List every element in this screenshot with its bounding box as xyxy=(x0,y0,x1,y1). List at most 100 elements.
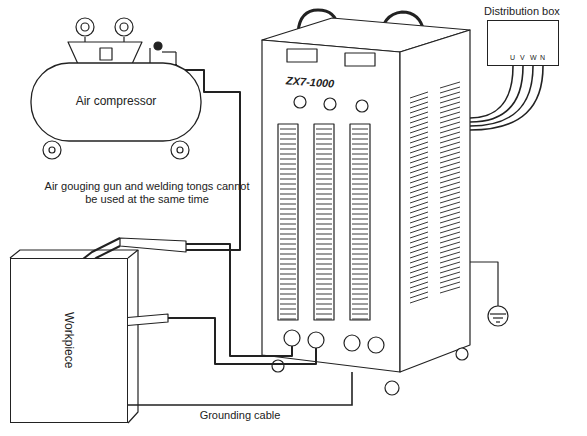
welding-tongs xyxy=(122,314,168,326)
vent-grille xyxy=(316,284,332,285)
vent-grille xyxy=(316,314,332,315)
vent-grille xyxy=(352,204,368,205)
vent-grille xyxy=(440,152,460,158)
welding-machine-body xyxy=(262,40,400,372)
vent-grille xyxy=(352,254,368,255)
vent-grille xyxy=(440,237,460,243)
output-terminals xyxy=(308,332,324,348)
vent-grille xyxy=(280,129,296,130)
compressor-wheels xyxy=(43,141,189,159)
vent-grille xyxy=(440,267,460,273)
vent-grille xyxy=(316,204,332,205)
vent-grille xyxy=(410,272,428,278)
compressor-pump xyxy=(154,42,162,50)
vent-grille xyxy=(316,304,332,305)
vent-grille xyxy=(314,124,334,320)
compressor-wheels xyxy=(171,141,189,159)
vent-grille xyxy=(410,122,428,128)
vent-grille xyxy=(316,134,332,135)
vent-grille xyxy=(280,304,296,305)
vent-grille xyxy=(352,134,368,135)
welding-machine-body xyxy=(324,98,336,110)
vent-grille xyxy=(440,167,460,173)
vent-grille xyxy=(410,157,428,163)
output-terminals xyxy=(368,337,384,353)
vent-grille xyxy=(352,304,368,305)
vent-grille xyxy=(316,219,332,220)
welding-tongs-cable xyxy=(168,318,316,364)
vent-grille xyxy=(410,192,428,198)
vent-grille xyxy=(316,254,332,255)
vent-grille xyxy=(410,102,428,108)
vent-grille xyxy=(316,169,332,170)
vent-grille xyxy=(440,232,460,238)
terminal-label: N xyxy=(540,51,545,64)
vent-grille xyxy=(280,149,296,150)
vent-grille xyxy=(316,139,332,140)
cable-connector xyxy=(470,66,543,130)
vent-grille xyxy=(440,122,460,128)
vent-grille xyxy=(316,294,332,295)
vent-grille xyxy=(316,249,332,250)
vent-grille xyxy=(280,299,296,300)
air-compressor-tank: Air compressor xyxy=(30,62,202,142)
vent-grille xyxy=(352,169,368,170)
vent-grille xyxy=(440,147,460,153)
vent-grille xyxy=(316,234,332,235)
vent-grille xyxy=(410,242,428,248)
vent-grille xyxy=(440,127,460,133)
compressor-pump xyxy=(123,37,124,42)
vent-grille xyxy=(352,274,368,275)
vent-grille xyxy=(280,154,296,155)
vent-grille xyxy=(440,287,460,293)
vent-grille xyxy=(352,229,368,230)
welding-machine-body xyxy=(345,53,375,66)
cable-connector xyxy=(128,372,352,405)
vent-grille xyxy=(410,297,428,303)
vent-grille xyxy=(410,167,428,173)
vent-grille xyxy=(352,294,368,295)
vent-grille xyxy=(440,252,460,258)
vent-grille xyxy=(410,217,428,223)
compressor-pump xyxy=(120,23,128,31)
air-gouging-gun xyxy=(120,238,186,252)
vent-grille xyxy=(280,204,296,205)
vent-grille xyxy=(280,309,296,310)
vent-grille xyxy=(352,309,368,310)
vent-grille xyxy=(352,269,368,270)
vent-grille xyxy=(280,144,296,145)
vent-grille xyxy=(280,169,296,170)
output-terminals xyxy=(284,330,384,353)
compressor-pump xyxy=(162,51,176,52)
vent-grille xyxy=(316,264,332,265)
vent-grille xyxy=(280,174,296,175)
vent-grille xyxy=(410,127,428,133)
vent-grille xyxy=(316,309,332,310)
vent-grille xyxy=(352,159,368,160)
vent-grille xyxy=(352,244,368,245)
vent-grille xyxy=(410,132,428,138)
machine-wheels xyxy=(272,348,468,395)
vent-grille xyxy=(280,229,296,230)
compressor-wheels xyxy=(43,141,61,159)
workpiece-edges xyxy=(10,250,138,258)
node-text: ZX7-1000 xyxy=(286,74,335,89)
vent-grille xyxy=(440,187,460,193)
vent-grille xyxy=(280,194,296,195)
node-text: Air compressor xyxy=(30,94,202,108)
vent-grille xyxy=(440,97,460,103)
vent-grille xyxy=(410,97,428,103)
vent-grille xyxy=(440,102,460,108)
vent-grille xyxy=(410,287,428,293)
vent-grille xyxy=(280,284,296,285)
vent-grille xyxy=(316,319,332,320)
vent-grille xyxy=(410,152,428,158)
output-terminals xyxy=(344,335,360,351)
node-text: Workpiece xyxy=(11,259,127,422)
vent-grille xyxy=(280,294,296,295)
vent-grille xyxy=(316,239,332,240)
welding-machine-body xyxy=(356,100,368,112)
vent-grille xyxy=(410,237,428,243)
workpiece-edges xyxy=(10,250,138,423)
vent-grille xyxy=(316,244,332,245)
